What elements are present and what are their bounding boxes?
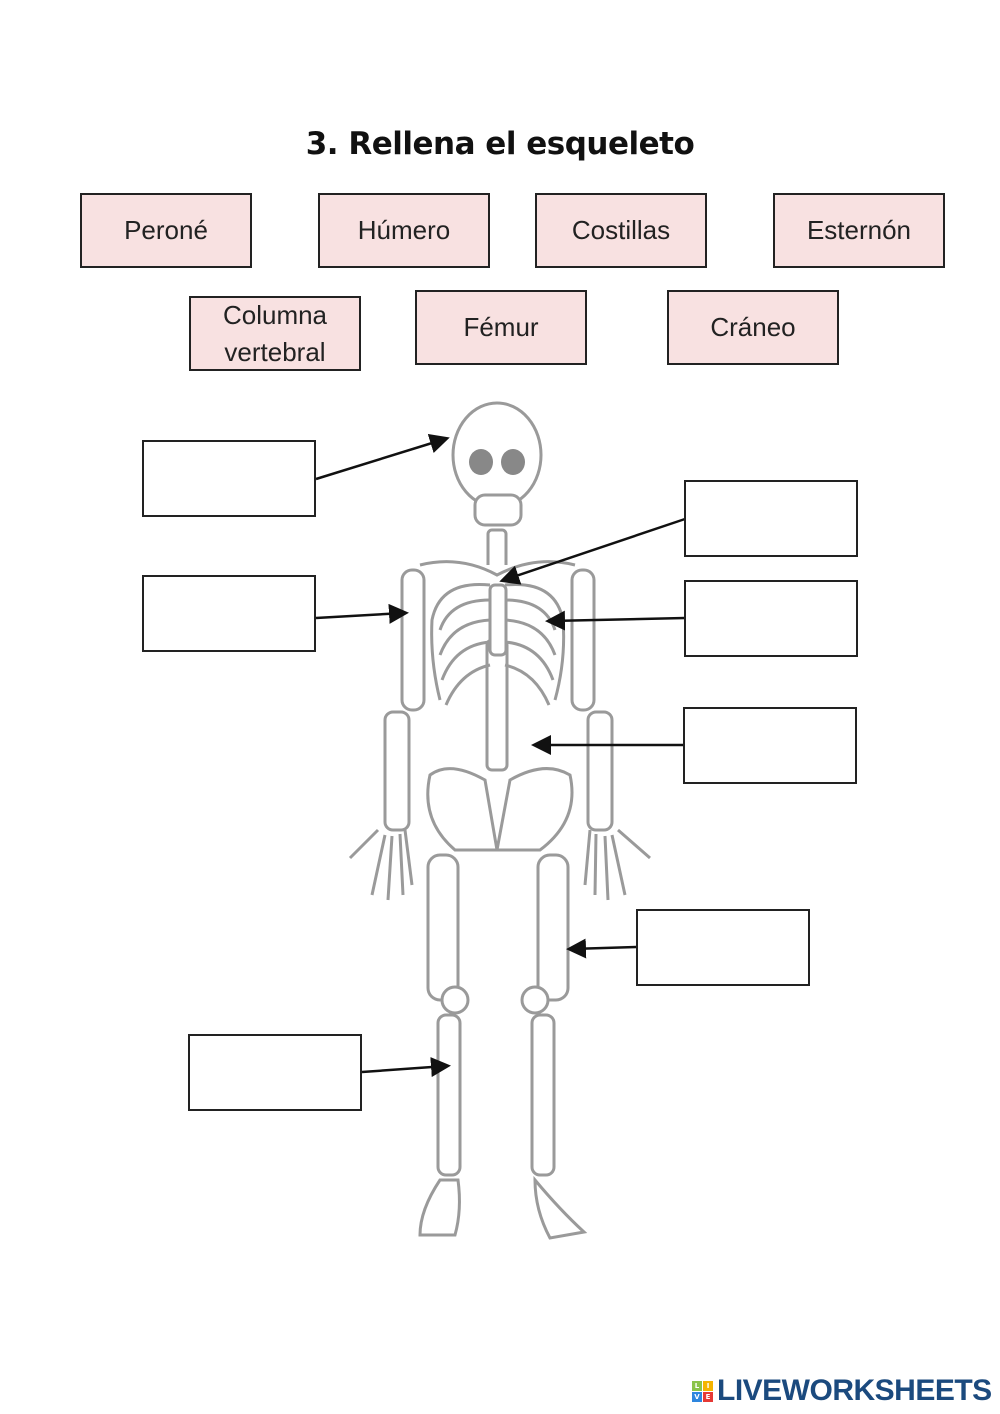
logo-letter: E [703,1391,713,1402]
arrow-fibula [361,1057,451,1078]
logo-letter: L [692,1380,702,1391]
word-card-perone[interactable]: Peroné [80,193,252,268]
answer-box-skull[interactable] [142,440,316,517]
arrow-femur [566,938,638,959]
logo-letter: V [692,1391,702,1402]
page-title: 3. Rellena el esqueleto [305,126,695,162]
logo-text: LIVEWORKSHEETS [717,1374,992,1407]
answer-box-femur[interactable] [636,909,810,986]
word-card-esternon[interactable]: Esternón [773,193,945,268]
word-card-humero[interactable]: Húmero [318,193,490,268]
word-card-costillas[interactable]: Costillas [535,193,707,268]
liveworksheets-logo: L I V E LIVEWORKSHEETS [692,1374,992,1408]
skeleton-illustration [348,401,651,1240]
logo-letter: I [703,1380,713,1391]
label-arrows [315,433,686,1078]
arrow-ribs [545,610,686,631]
arrow-humerus [315,603,409,624]
logo-icon: L I V E [692,1380,713,1402]
answer-box-fibula[interactable] [188,1034,362,1111]
answer-box-ribs[interactable] [684,580,858,657]
answer-box-spine[interactable] [683,707,857,784]
answer-box-sternum[interactable] [684,480,858,557]
arrow-sternum [499,517,686,585]
answer-box-humerus[interactable] [142,575,316,652]
word-card-craneo[interactable]: Cráneo [667,290,839,365]
word-card-columna-vertebral[interactable]: Columna vertebral [189,296,361,371]
arrow-skull [315,433,450,481]
word-card-femur[interactable]: Fémur [415,290,587,365]
